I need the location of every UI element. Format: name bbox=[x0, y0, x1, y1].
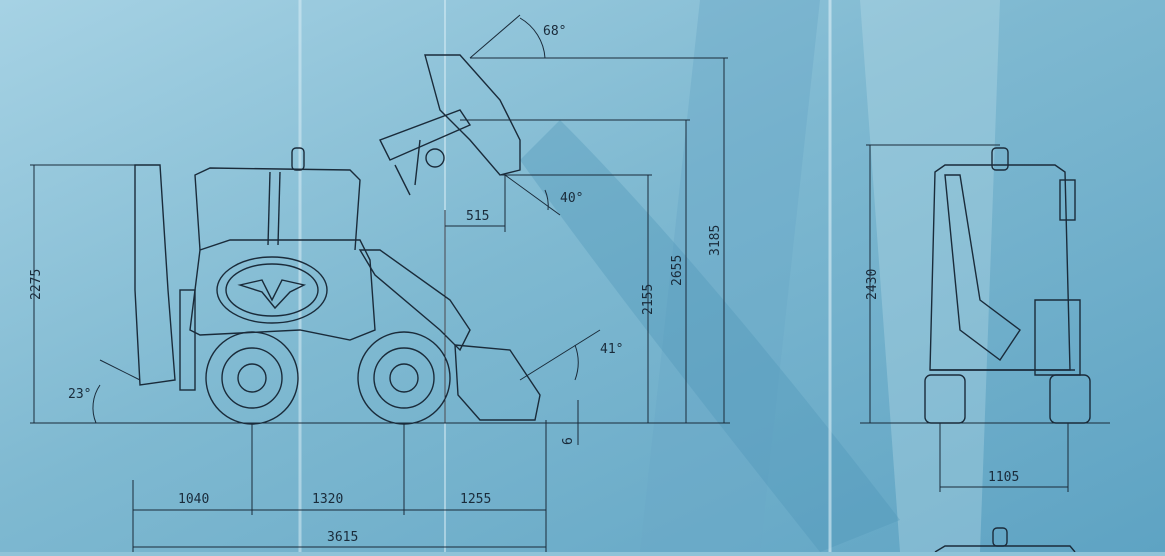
dim-front-overhang: 1040 bbox=[178, 492, 209, 507]
bottom-view-partial bbox=[934, 527, 1076, 553]
dim-dump-height: 2155 bbox=[641, 284, 656, 315]
front-backhoe-arm bbox=[944, 174, 1021, 362]
dim-overall-length: 3615 bbox=[327, 530, 358, 545]
loader-link bbox=[394, 139, 421, 196]
cab bbox=[194, 167, 361, 251]
background-swoosh bbox=[520, 120, 900, 552]
dim-max-height: 3185 bbox=[708, 225, 723, 256]
loader-bucket-raised bbox=[424, 54, 521, 176]
dim-dig-depth: 6 bbox=[561, 437, 576, 445]
brand-logo-mark bbox=[237, 279, 307, 310]
front-wheel-rim bbox=[373, 347, 435, 409]
dim-reach: 515 bbox=[466, 209, 489, 224]
cab-pillar bbox=[267, 171, 271, 246]
backhoe-mast bbox=[134, 164, 176, 386]
front-wheel-hub bbox=[389, 363, 419, 393]
front-view-backhoe-loader bbox=[924, 147, 1091, 424]
front-side-box bbox=[1059, 179, 1076, 221]
loader-arm bbox=[358, 249, 471, 352]
angle-max-dump: 68° bbox=[543, 24, 566, 39]
angle-backhoe: 23° bbox=[68, 387, 91, 402]
dim-wheelbase: 1320 bbox=[312, 492, 343, 507]
front-left-wheel bbox=[924, 374, 966, 424]
brand-logo-inner bbox=[225, 263, 319, 317]
dim-rear-overhang: 1255 bbox=[460, 492, 491, 507]
beacon-light bbox=[291, 147, 305, 171]
rear-wheel-hub bbox=[237, 363, 267, 393]
angle-rollback: 41° bbox=[600, 342, 623, 357]
dim-overall-height: 2275 bbox=[29, 269, 44, 300]
side-dimension-lines bbox=[30, 14, 728, 552]
loader-arm-raised bbox=[379, 109, 472, 161]
dim-front-height: 2430 bbox=[865, 269, 880, 300]
machine-body bbox=[189, 239, 376, 341]
brand-logo-ellipse bbox=[216, 256, 328, 324]
loader-pivot bbox=[425, 148, 445, 168]
rear-wheel-rim bbox=[221, 347, 283, 409]
loader-bucket-lowered bbox=[454, 344, 541, 421]
dim-hinge-height: 2655 bbox=[670, 255, 685, 286]
cab-pillar bbox=[277, 171, 281, 246]
angle-dump: 40° bbox=[560, 191, 583, 206]
front-stabilizer bbox=[1034, 299, 1081, 376]
background-swoosh bbox=[640, 0, 820, 552]
dim-track-width: 1105 bbox=[988, 470, 1019, 485]
front-dimension-lines bbox=[866, 144, 1069, 492]
stabilizer bbox=[179, 289, 196, 391]
front-beacon-light bbox=[991, 147, 1009, 171]
